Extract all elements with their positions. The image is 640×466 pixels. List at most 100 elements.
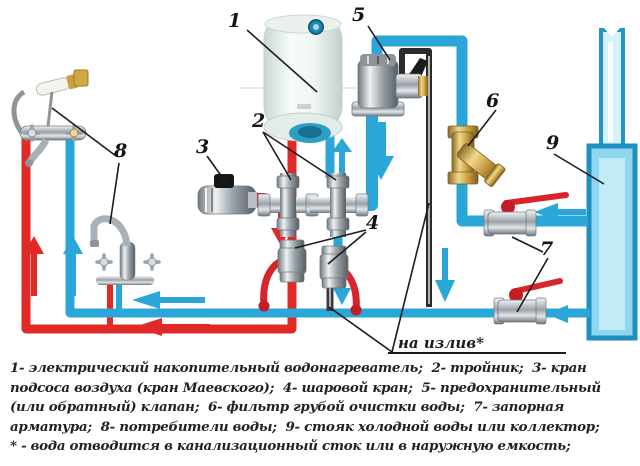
leader-7b — [516, 257, 549, 313]
leader-4a — [294, 229, 367, 249]
leader-8b — [109, 162, 120, 225]
leader-1 — [246, 29, 318, 93]
valve-nut-right — [525, 209, 537, 237]
label-4: 4 — [366, 212, 380, 234]
legend-line: * - вода отводится в канализационный сто… — [10, 438, 571, 455]
heater-top — [264, 14, 342, 34]
valve-body — [319, 253, 349, 281]
cold-pipe-main — [65, 138, 590, 318]
valve-nut-right — [535, 297, 547, 325]
valve-body — [277, 247, 307, 275]
leader-7a — [511, 236, 544, 253]
label-1: 1 — [228, 10, 242, 32]
heater-logo — [297, 104, 311, 109]
faucet-aerator — [90, 240, 99, 247]
mixer-handle-right — [65, 124, 83, 142]
mixer-spout — [26, 138, 50, 164]
leader-9 — [553, 153, 605, 185]
faucet-handle-left — [95, 253, 113, 271]
leader-drain-b — [391, 202, 430, 353]
leader-2a — [262, 131, 292, 181]
coarse-filter — [447, 125, 506, 187]
air-intake-valve — [197, 174, 266, 215]
tee-nut-left — [257, 193, 271, 217]
safety-valve-brass-nut — [418, 76, 428, 96]
leader-6 — [467, 109, 497, 147]
flow-arrow-drain-down — [435, 248, 455, 302]
faucet-column — [119, 241, 136, 281]
flow-arrow-cold-into-heater — [332, 138, 352, 177]
valve-handle-grip — [258, 300, 270, 312]
riser-column-fill — [599, 158, 625, 330]
ball-valve-drain — [319, 245, 362, 316]
flow-arrow-riser-lower — [546, 305, 590, 323]
valve-body — [487, 211, 533, 235]
heater-top-cap-center — [313, 24, 319, 30]
flow-arrow-cold-down-big — [368, 122, 394, 180]
faucet-base — [96, 276, 154, 285]
tee-fitting-left — [257, 173, 319, 237]
valve-nut-bottom — [321, 277, 347, 289]
leader-2b — [262, 131, 337, 181]
tee-nut-bottom — [326, 217, 350, 231]
safety-valve-body — [357, 59, 399, 109]
leader-3 — [206, 155, 228, 185]
flow-arrow-cold-up — [63, 236, 83, 296]
cold-pipe-safety-to-tee — [350, 110, 378, 211]
label-3: 3 — [196, 136, 210, 158]
shutoff-valve-lower — [493, 278, 563, 325]
flow-arrows — [24, 122, 590, 336]
leader-5 — [367, 25, 391, 61]
legend-line: подсоса воздуха (кран Маевского); 4- шар… — [10, 379, 601, 396]
ball-valve-hot — [258, 239, 307, 312]
leader-4b — [327, 231, 367, 265]
valve-handle-grip — [350, 304, 362, 316]
shower-bracket-gold — [73, 69, 89, 87]
mixer-spout-tip — [25, 159, 33, 167]
flow-arrow-cold-left — [132, 291, 205, 309]
label-8: 8 — [114, 140, 128, 162]
shutoff-valve-upper — [483, 192, 569, 237]
leader-8a — [51, 107, 117, 157]
kitchen-faucet — [90, 215, 161, 285]
valve-lever-mount — [509, 288, 523, 302]
valve-body — [497, 299, 543, 323]
label-9: 9 — [546, 132, 560, 154]
drain-note: на излив* — [398, 334, 484, 352]
riser-pipe-notch — [603, 27, 621, 37]
tee-nut-top — [326, 175, 350, 189]
shower-cradle — [46, 91, 54, 127]
tee-fitting-right — [310, 173, 369, 237]
safety-valve — [351, 54, 428, 117]
flow-arrow-riser-upper — [534, 203, 586, 221]
label-6: 6 — [486, 90, 500, 112]
valve-lever-mount — [501, 200, 515, 214]
cold-riser — [586, 27, 638, 341]
flow-arrow-tankdrain-down — [333, 273, 351, 305]
label-5: 5 — [352, 4, 366, 26]
heater-bottom-flange-inner — [298, 126, 322, 138]
legend-line: 1- электрический накопительный водонагре… — [10, 360, 587, 376]
valve-nut-bottom — [279, 271, 305, 283]
valve-lever-red — [513, 278, 563, 294]
filter-nut-bottom — [447, 171, 479, 185]
faucet-handle-right — [143, 253, 161, 271]
filter-branch — [456, 143, 506, 187]
legend: 1- электрический накопительный водонагре… — [10, 359, 638, 457]
bath-shower-mixer — [11, 69, 89, 167]
mayevsky-connector — [248, 192, 258, 208]
label-2: 2 — [252, 110, 266, 132]
flow-arrow-hot-left — [134, 318, 210, 336]
tee-nut-right — [355, 193, 369, 217]
riser-pipe-highlight — [608, 42, 613, 142]
tee-nut-top — [276, 175, 300, 189]
legend-line: (или обратный) клапан; 6- фильтр грубой … — [10, 399, 564, 416]
tee-nut-bottom — [276, 217, 300, 231]
leader-drain-a — [328, 306, 393, 353]
shower-wand — [35, 74, 79, 96]
drain-pipes — [326, 48, 432, 311]
label-7: 7 — [540, 238, 554, 260]
flow-arrow-hot-up — [24, 236, 44, 296]
